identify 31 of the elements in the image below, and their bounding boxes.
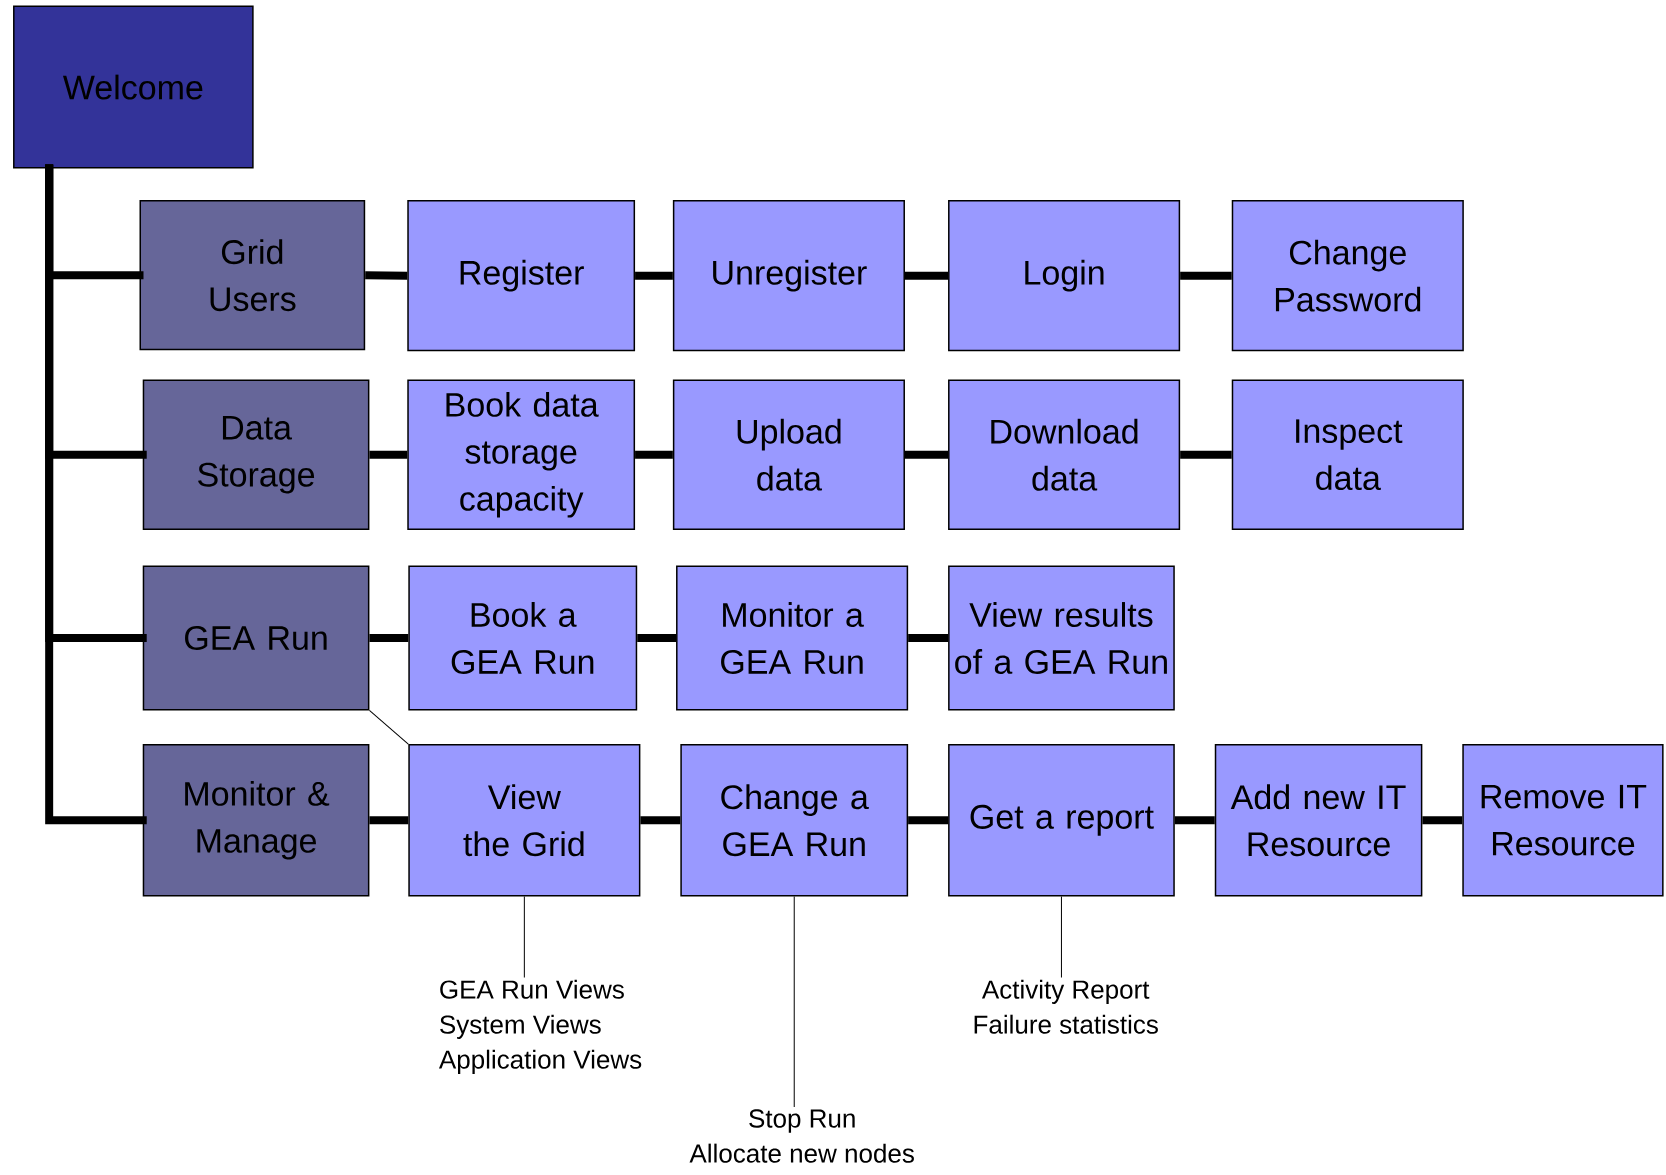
leader-line — [523, 895, 525, 978]
task-box: Add new IT Resource — [1214, 744, 1423, 897]
task-box: Inspect data — [1231, 379, 1464, 530]
task-box: Monitor a GEA Run — [676, 565, 909, 711]
connector-line — [904, 450, 949, 459]
task-box: Change Password — [1231, 200, 1464, 352]
note-text: GEA Run Views System Views Application Views — [438, 979, 642, 1074]
leader-line — [1060, 895, 1062, 978]
connector-line — [904, 271, 949, 280]
task-box: Login — [948, 200, 1181, 352]
category-box: Grid Users — [139, 200, 366, 351]
category-box: Monitor & Manage — [142, 744, 370, 897]
task-box: Upload data — [672, 379, 905, 530]
note-text: Stop Run Allocate new nodes — [689, 1109, 914, 1163]
task-box: Remove IT Resource — [1462, 744, 1664, 897]
task-box: Book data storage capacity — [407, 379, 636, 530]
task-box: View results of a GEA Run — [948, 565, 1175, 711]
leader-line — [793, 895, 795, 1108]
category-box: Data Storage — [142, 379, 370, 530]
connector-line — [45, 164, 147, 825]
task-box: Book a GEA Run — [408, 565, 638, 711]
task-box: Register — [407, 200, 636, 352]
category-box: GEA Run — [142, 565, 370, 711]
task-box: Download data — [948, 379, 1181, 530]
task-box: Change a GEA Run — [680, 744, 909, 897]
connector-line — [368, 710, 409, 745]
title-box: Welcome — [13, 5, 254, 169]
task-box: View the Grid — [408, 744, 641, 897]
task-box: Get a report — [948, 744, 1175, 897]
note-text: Activity Report Failure statistics — [974, 979, 1158, 1034]
task-box: Unregister — [672, 200, 905, 352]
